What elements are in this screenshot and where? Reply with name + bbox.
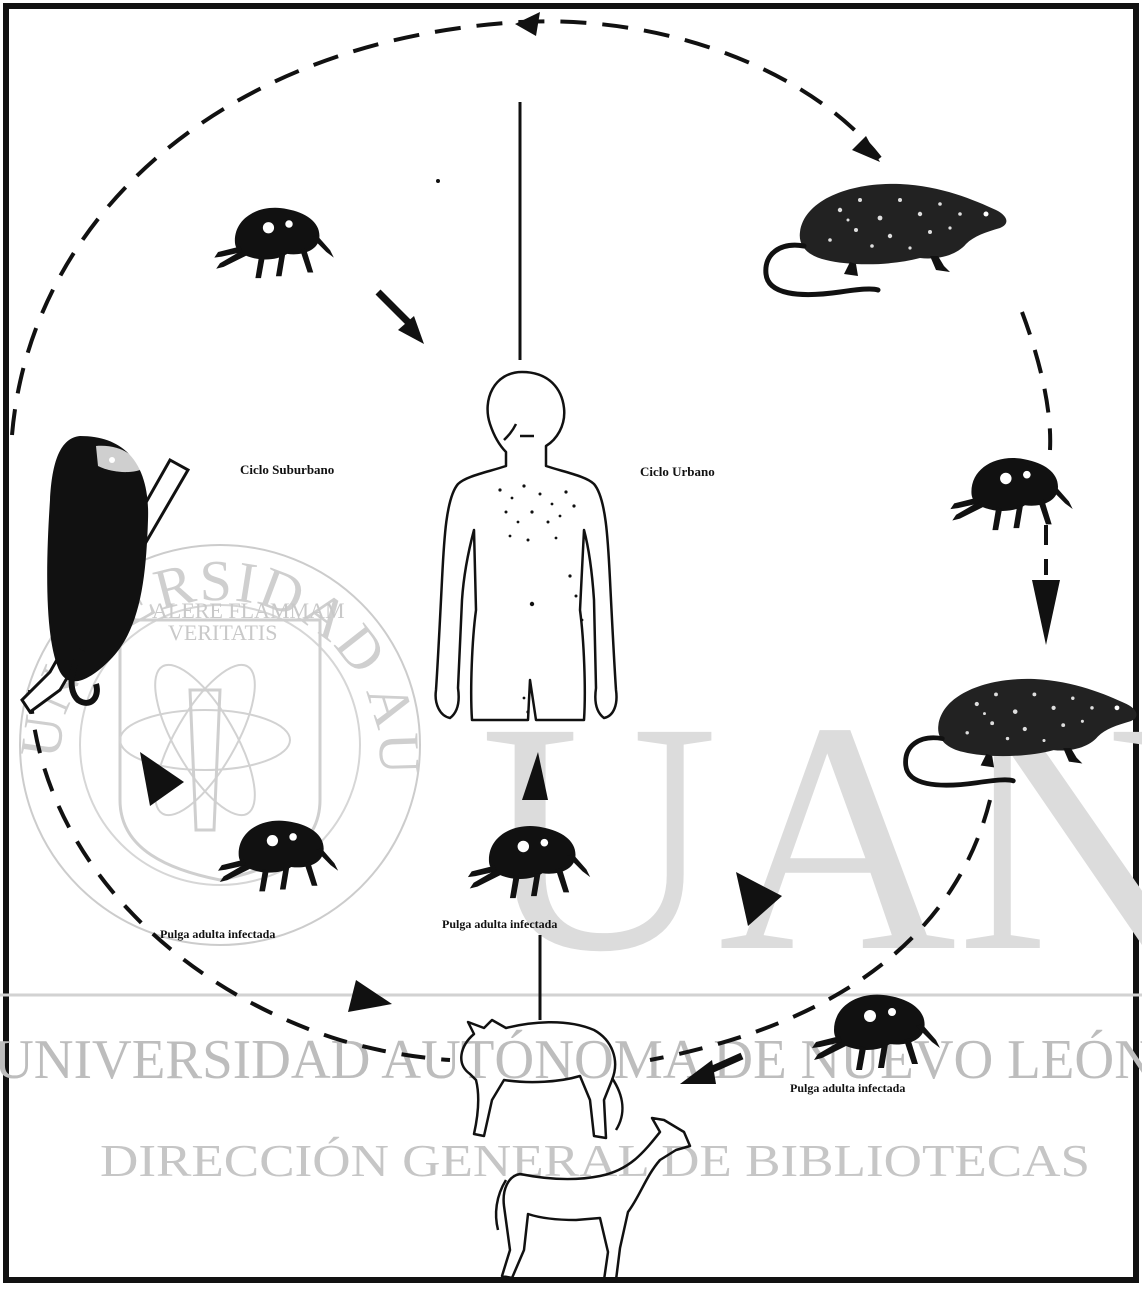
label-flea-left: Pulga adulta infectada xyxy=(160,927,275,941)
seal-atom-icon xyxy=(120,651,290,828)
watermark-university-name: UNIVERSIDAD AUTÓNOMA DE NUEVO LEÓN xyxy=(0,1028,1142,1091)
rat-top-icon xyxy=(766,184,1007,295)
arrowhead-top-arc xyxy=(515,12,540,36)
flea-right-upper-icon xyxy=(950,458,1072,530)
watermark-library-name: DIRECCIÓN GENERAL DE BIBLIOTECAS xyxy=(100,1135,1090,1186)
right-dashed-path-upper xyxy=(1022,312,1050,450)
label-suburban-cycle: Ciclo Suburbano xyxy=(240,462,334,477)
arrow-to-human xyxy=(378,292,424,344)
arrowhead-top-right xyxy=(852,136,880,162)
flea-left-icon xyxy=(218,821,338,892)
label-urban-cycle: Ciclo Urbano xyxy=(640,464,715,479)
outer-dashed-arc xyxy=(12,21,880,435)
seal-motto-2: VERITATIS xyxy=(168,620,277,645)
arrow-down-right xyxy=(1032,580,1060,645)
label-flea-right: Pulga adulta infectada xyxy=(790,1081,905,1095)
university-watermark: UNIVERSIDAD AUTÓNOMA DE NUEVO LEÓN ALERE… xyxy=(0,0,1142,1186)
label-flea-center: Pulga adulta infectada xyxy=(442,917,557,931)
dot xyxy=(436,179,440,183)
flea-top-left-icon xyxy=(214,208,333,278)
